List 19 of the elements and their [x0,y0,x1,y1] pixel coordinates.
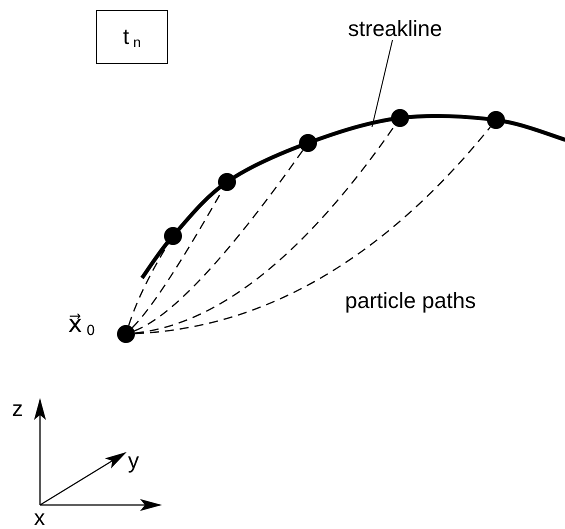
position-label: x⃗$_{0}$ [68,312,96,338]
particle-path [134,125,396,334]
particle-dot [391,109,409,127]
particle-path [134,126,491,334]
particle-dot [218,173,236,191]
axis-label: z [12,398,23,420]
particle-path [134,150,304,332]
leader-line [372,40,393,128]
streakline-label: streakline [348,18,442,40]
particle-dot [299,134,317,152]
time-label: t$_{n}$ [123,26,141,48]
particle-paths-label: particle paths [345,290,476,312]
particle-dot [164,227,182,245]
time-label-box [96,10,168,64]
streakline-curve [140,109,565,280]
origin-point [117,325,135,343]
particle-dot [487,111,505,129]
axis-label: x [34,507,45,529]
axis-label: y [128,450,139,472]
